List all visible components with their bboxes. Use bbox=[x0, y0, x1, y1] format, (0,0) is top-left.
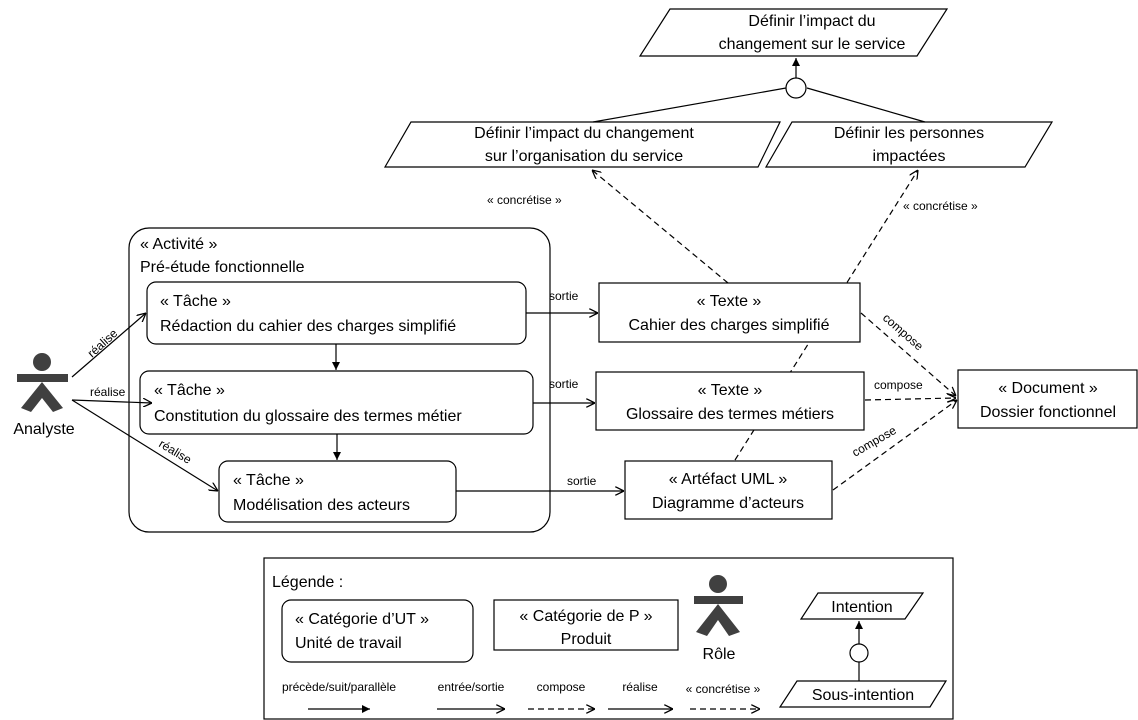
task-acteurs-stereotype: « Tâche » bbox=[233, 472, 304, 489]
legend-ut: « Catégorie d’UT » Unité de travail bbox=[281, 599, 474, 663]
concretise-label-left: « concrétise » bbox=[487, 193, 562, 207]
intention-left-line2: sur l’organisation du service bbox=[485, 148, 683, 165]
realise-arrow-3 bbox=[71, 399, 218, 491]
realise-arrow-2 bbox=[71, 400, 152, 403]
legend-arrow-precede-label: précède/suit/parallèle bbox=[282, 680, 396, 694]
product-cahier-stereotype: « Texte » bbox=[697, 293, 762, 310]
activity-name: Pré-étude fonctionnelle bbox=[140, 259, 305, 276]
compose-arrow-2 bbox=[864, 398, 956, 400]
sortie-label-1: sortie bbox=[549, 289, 579, 303]
activity-stereotype: « Activité » bbox=[140, 236, 217, 253]
intention-top: Définir l’impact du changement sur le se… bbox=[638, 8, 949, 57]
legend-intention-label: Intention bbox=[831, 599, 892, 616]
product-glossaire: « Texte » Glossaire des termes métiers bbox=[595, 371, 865, 431]
role-analyste: Analyste bbox=[13, 353, 75, 438]
task-redaction-name: Rédaction du cahier des charges simplifi… bbox=[160, 318, 456, 335]
task-acteurs: « Tâche » Modélisation des acteurs bbox=[218, 460, 457, 523]
document-stereotype: « Document » bbox=[998, 380, 1098, 397]
intention-right-line2: impactées bbox=[873, 148, 946, 165]
task-glossaire-name: Constitution du glossaire des termes mét… bbox=[154, 408, 462, 425]
actor-icon bbox=[17, 353, 68, 412]
concretise-label-right: « concrétise » bbox=[903, 199, 978, 213]
product-diagramme-name: Diagramme d’acteurs bbox=[652, 495, 804, 512]
intention-left: Définir l’impact du changement sur l’org… bbox=[383, 121, 781, 168]
compose-label-2: compose bbox=[874, 378, 923, 392]
legend-arrow-entree-label: entrée/sortie bbox=[438, 680, 505, 694]
intention-right: Définir les personnes impactées bbox=[764, 121, 1054, 168]
compose-label-1: compose bbox=[880, 311, 926, 354]
legend-intention: Intention Sous-intention bbox=[778, 592, 948, 708]
intention-top-line1: Définir l’impact du bbox=[748, 13, 875, 30]
document-name: Dossier fonctionnel bbox=[980, 404, 1116, 421]
legend: Légende : « Catégorie d’UT » Unité de tr… bbox=[263, 557, 954, 720]
product-glossaire-stereotype: « Texte » bbox=[698, 382, 763, 399]
legend-ut-stereotype: « Catégorie d’UT » bbox=[295, 611, 429, 628]
compose-arrow-1 bbox=[860, 312, 956, 396]
legend-sub-intention-label: Sous-intention bbox=[812, 687, 914, 704]
realise-label-1: réalise bbox=[85, 326, 121, 360]
product-cahier: « Texte » Cahier des charges simplifié bbox=[598, 282, 861, 343]
product-diagramme-stereotype: « Artéfact UML » bbox=[669, 471, 788, 488]
role-analyste-label: Analyste bbox=[13, 421, 74, 438]
sortie-label-2: sortie bbox=[549, 377, 579, 391]
document-dossier: « Document » Dossier fonctionnel bbox=[957, 369, 1138, 429]
legend-role: Rôle bbox=[694, 575, 743, 663]
legend-actor-icon bbox=[694, 575, 743, 636]
product-diagramme: « Artéfact UML » Diagramme d’acteurs bbox=[624, 460, 833, 520]
legend-arrow-realise-label: réalise bbox=[622, 680, 658, 694]
legend-p-name: Produit bbox=[561, 631, 612, 648]
product-cahier-name: Cahier des charges simplifié bbox=[629, 317, 830, 334]
realise-label-2: réalise bbox=[90, 385, 126, 399]
realise-arrow-1 bbox=[71, 313, 146, 378]
composition-circle bbox=[785, 77, 807, 99]
sortie-label-3: sortie bbox=[567, 474, 597, 488]
legend-title: Légende : bbox=[272, 574, 343, 591]
intention-right-line1: Définir les personnes bbox=[834, 125, 984, 142]
compose-arrow-3 bbox=[832, 400, 957, 491]
legend-role-label: Rôle bbox=[703, 646, 736, 663]
task-acteurs-name: Modélisation des acteurs bbox=[233, 497, 410, 514]
task-glossaire: « Tâche » Constitution du glossaire des … bbox=[139, 370, 534, 435]
task-redaction-stereotype: « Tâche » bbox=[160, 293, 231, 310]
legend-arrow-compose-label: compose bbox=[537, 680, 586, 694]
legend-ut-name: Unité de travail bbox=[295, 635, 402, 652]
intention-left-line1: Définir l’impact du changement bbox=[474, 125, 694, 142]
task-redaction: « Tâche » Rédaction du cahier des charge… bbox=[146, 281, 527, 345]
legend-arrow-concretise-label: « concrétise » bbox=[686, 682, 761, 696]
concretise-arrow-left bbox=[592, 170, 729, 284]
product-glossaire-name: Glossaire des termes métiers bbox=[626, 406, 834, 423]
task-glossaire-stereotype: « Tâche » bbox=[154, 382, 225, 399]
intention-composition-connector bbox=[592, 58, 926, 123]
legend-p-stereotype: « Catégorie de P » bbox=[519, 608, 652, 625]
intention-top-line2: changement sur le service bbox=[719, 36, 906, 53]
legend-product: « Catégorie de P » Produit bbox=[493, 599, 679, 651]
